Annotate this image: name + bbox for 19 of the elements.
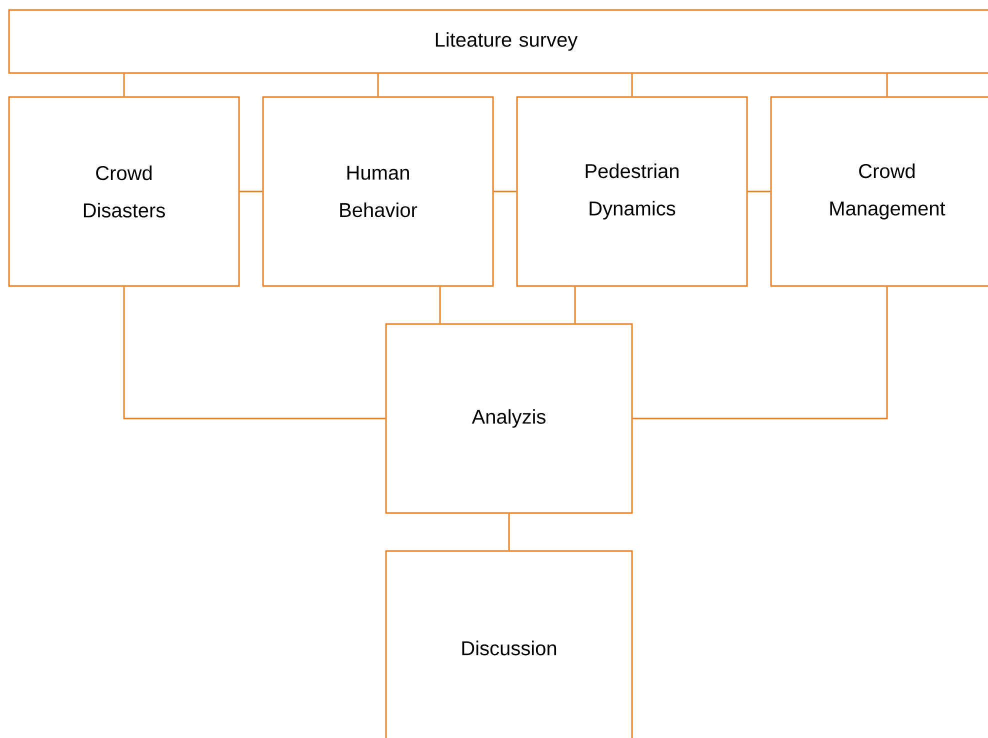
connector-line	[439, 286, 441, 324]
connector-line	[632, 286, 888, 420]
connector-line	[494, 190, 516, 192]
process-box: Liteature survey	[8, 9, 988, 74]
connector-line	[631, 74, 633, 96]
process-box: Analyzis	[385, 323, 633, 514]
connector-line	[748, 190, 770, 192]
connector-line	[123, 74, 125, 96]
connector-line	[123, 286, 386, 420]
connector-line	[508, 514, 510, 550]
connector-line	[574, 286, 576, 324]
topic-box: Pedestrian Dynamics	[516, 96, 748, 287]
topic-box: Human Behavior	[262, 96, 494, 287]
connector-line	[886, 74, 888, 96]
topic-box: Crowd Management	[770, 96, 988, 287]
connector-line	[240, 190, 262, 192]
process-box: Discussion	[385, 550, 633, 738]
connector-line	[377, 74, 379, 96]
topic-box: Crowd Disasters	[8, 96, 240, 287]
